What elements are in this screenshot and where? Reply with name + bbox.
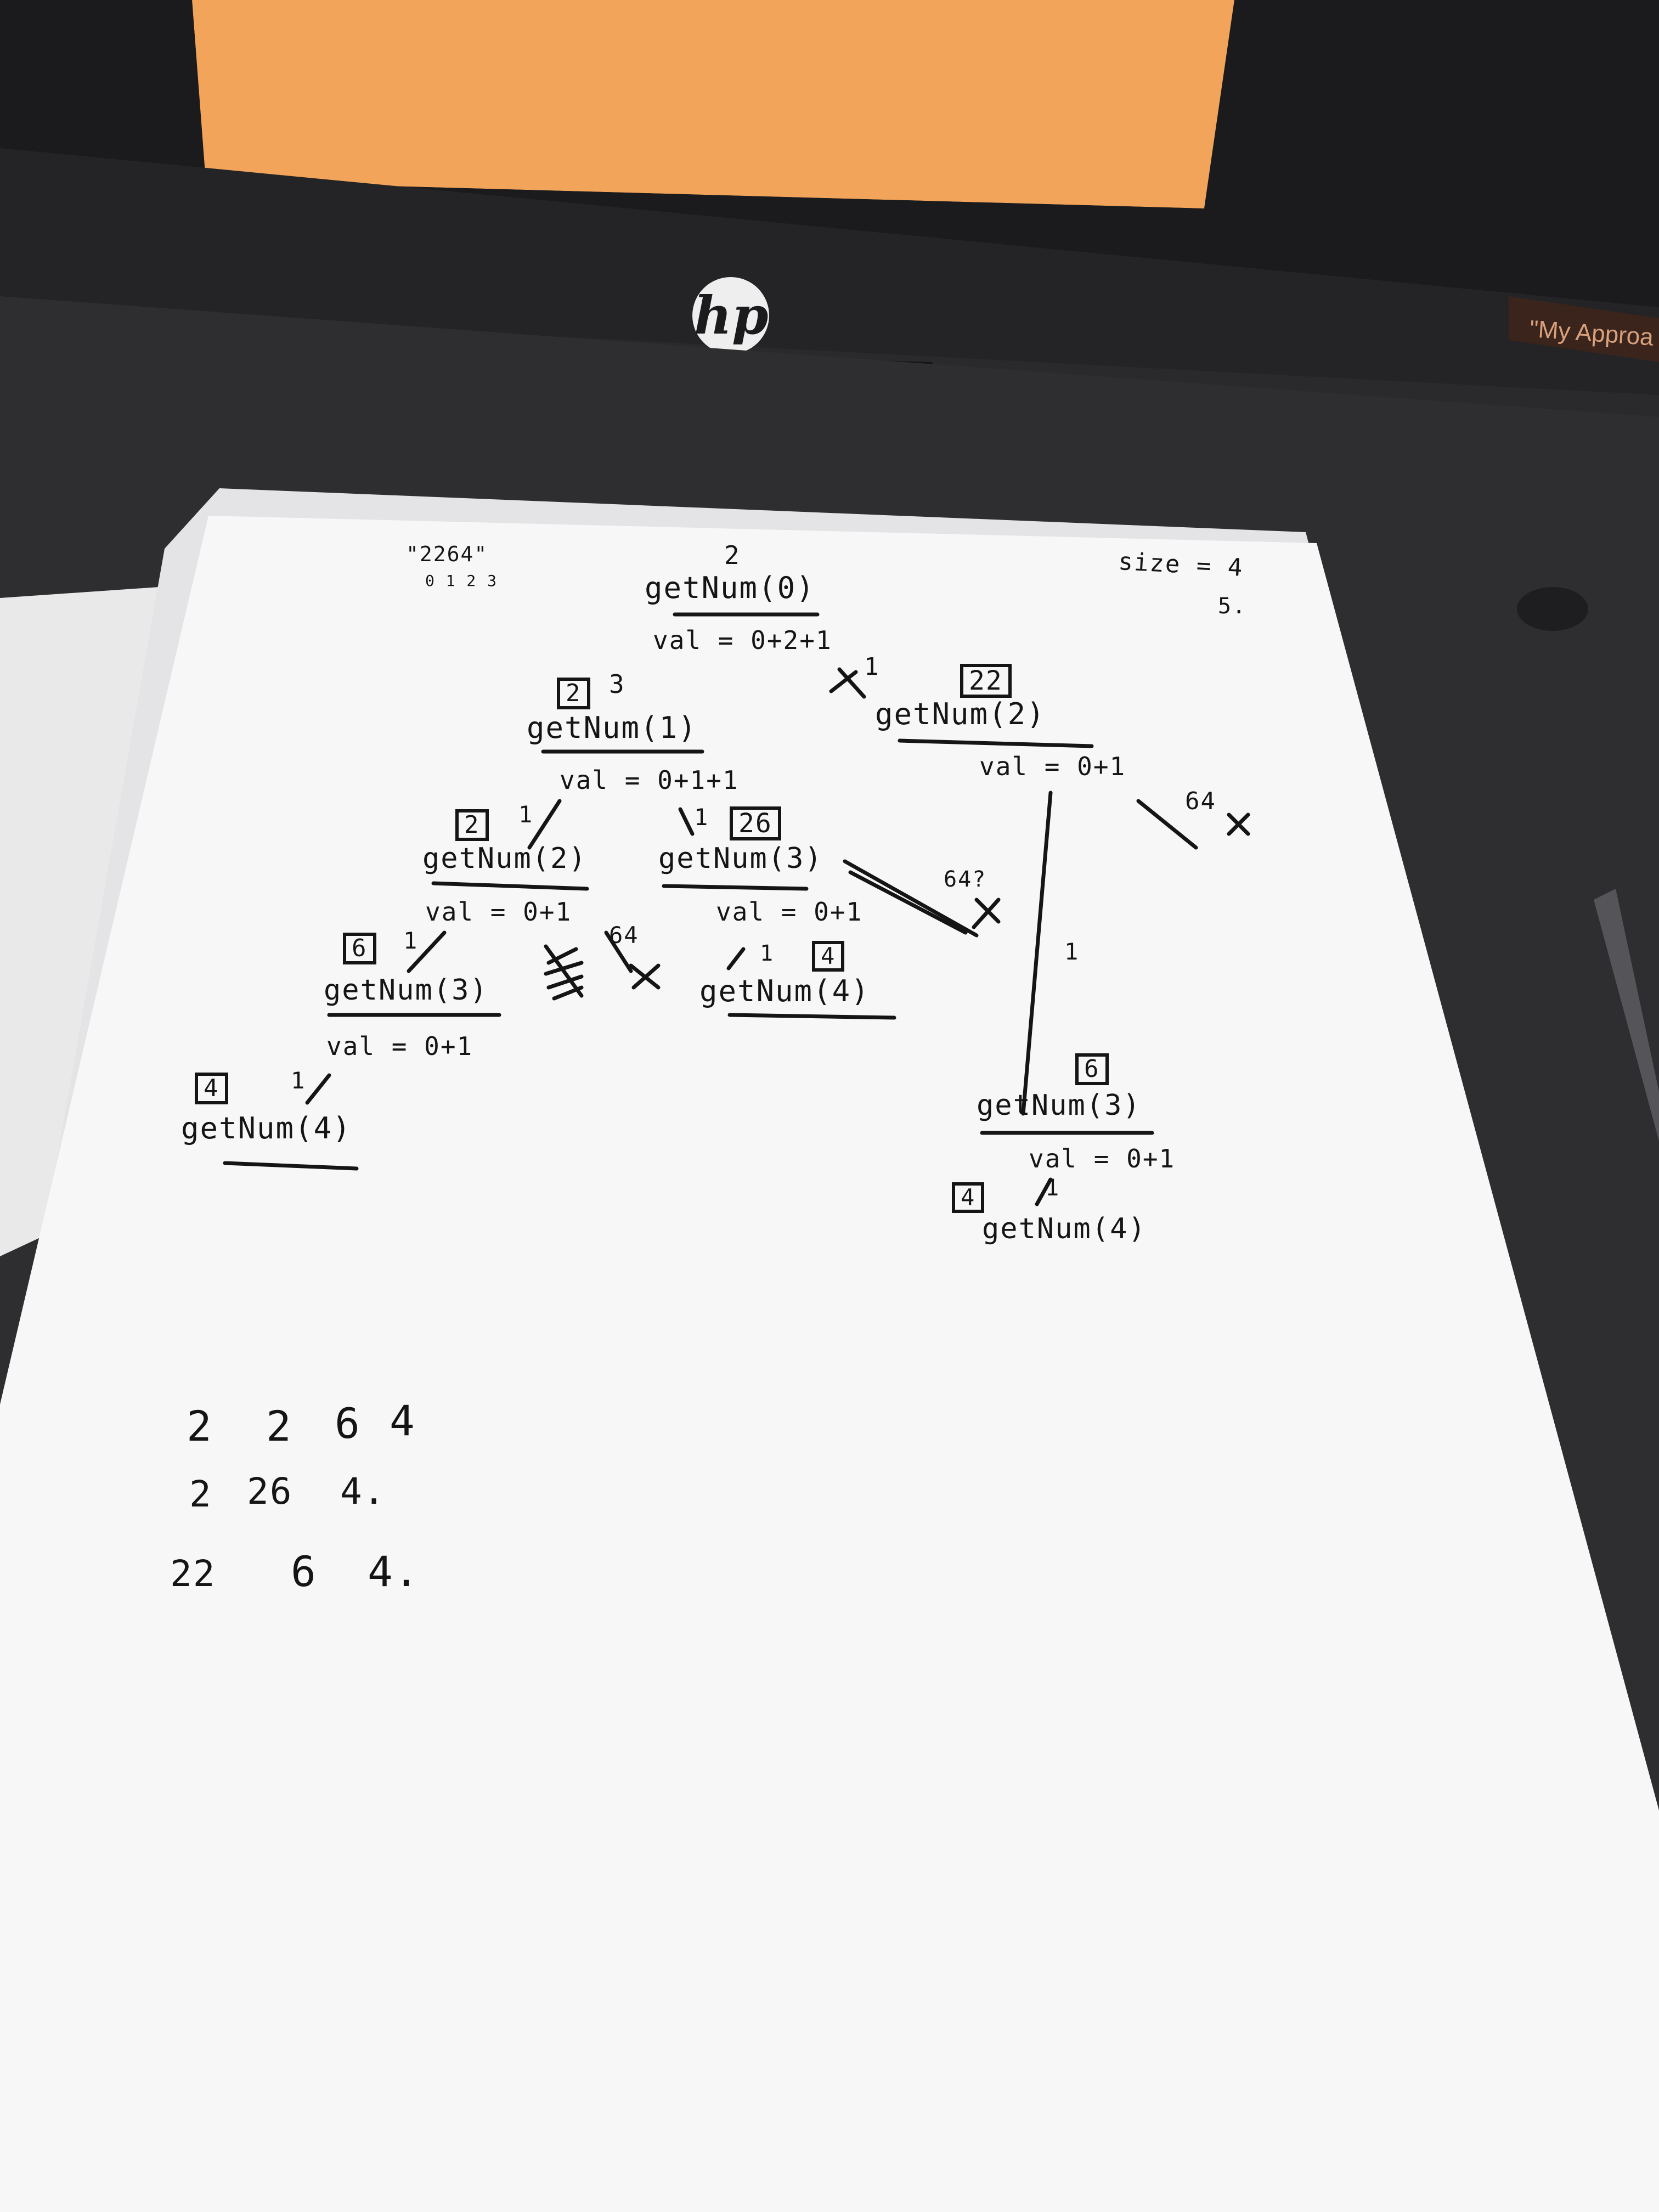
right-child-edge-label: 1 <box>1064 938 1080 965</box>
paper-sheet <box>0 516 1659 2212</box>
edge-getnum1-right <box>678 807 695 836</box>
edge-getnum3-right-child <box>1035 1177 1053 1206</box>
decoding-row-1-digit-3: 6 <box>335 1399 361 1448</box>
lr-child-box-value: 4 <box>812 941 845 972</box>
monitor-screen <box>192 0 1234 208</box>
root-expr: val = 0+2+1 <box>653 625 832 655</box>
desk-grommet <box>1517 587 1588 631</box>
left-left-call: getNum(2) <box>422 842 587 875</box>
right-box-value: 22 <box>960 664 1012 698</box>
right-branch-64: 64 <box>1185 787 1216 815</box>
edge-getnum3-left-child <box>305 1073 331 1105</box>
left-left-edge-label: 1 <box>518 801 534 828</box>
left-left-branch-64: 64 <box>609 922 639 949</box>
llll-call: getNum(4) <box>181 1111 352 1146</box>
edge-getnum2-right-child <box>1021 791 1053 1116</box>
pencil <box>1594 889 1659 1141</box>
left-left-edge-label: 1 <box>403 927 419 954</box>
left-right-branch-64q: 64? <box>944 867 987 892</box>
edge-getnum3-to-64-b <box>848 870 968 935</box>
underline-getnum3-mid <box>662 884 809 891</box>
right-call: getNum(2) <box>875 697 1046 731</box>
underline-getnum4-left <box>223 1161 359 1171</box>
edge-root-right <box>837 667 866 699</box>
r-grandchild-call: getNum(4) <box>982 1212 1147 1245</box>
r-child-edge-label: 1 <box>1045 1174 1060 1201</box>
left-box-value: 2 <box>557 678 590 710</box>
lll-expr: val = 0+1 <box>326 1031 473 1061</box>
decoding-row-2-part-2: 26 <box>247 1470 293 1513</box>
left-right-call: getNum(3) <box>658 842 823 875</box>
decoding-row-2-part-1: 2 <box>189 1473 212 1515</box>
underline-getnum2-right <box>898 738 1094 748</box>
r-child-box-value: 6 <box>1075 1053 1109 1086</box>
left-right-box-value: 26 <box>730 806 781 841</box>
edge-getnum2-right-64 <box>1136 799 1198 850</box>
note-count: 5. <box>1218 594 1247 619</box>
edge-getnum2-left-left <box>407 930 447 973</box>
edge-getnum2-left-64 <box>604 930 633 973</box>
left-right-child-edge-label: 1 <box>760 941 775 966</box>
root-call: getNum(0) <box>645 571 815 605</box>
lll-call: getNum(3) <box>324 974 488 1007</box>
scribble-mark <box>544 944 584 1001</box>
underline-getnum2-left <box>431 881 589 891</box>
lll-left-edge-label: 1 <box>291 1067 306 1094</box>
decoding-row-3-part-2: 6 <box>291 1547 317 1596</box>
r-grandchild-box-value: 4 <box>952 1182 985 1214</box>
hp-logo: hp <box>694 285 769 346</box>
edge-getnum3-mid-child <box>726 947 746 970</box>
hp-logo-circle <box>692 277 769 354</box>
left-right-expr: val = 0+1 <box>716 897 863 927</box>
right-expr: val = 0+1 <box>979 752 1126 781</box>
edge-getnum1-left <box>527 799 562 850</box>
monitor-screen-overlay <box>1509 296 1659 362</box>
r-child-call: getNum(3) <box>977 1089 1141 1122</box>
lr-child-call: getNum(4) <box>699 974 870 1008</box>
edge-root-right-strike <box>829 670 858 693</box>
decoding-row-3-part-1: 22 <box>170 1553 216 1595</box>
monitor-bottom-bezel <box>0 148 1659 395</box>
left-left-box-value: 2 <box>455 809 489 842</box>
decoding-row-3-part-3: 4. <box>368 1547 420 1596</box>
decoding-row-1-digit-1: 2 <box>187 1402 213 1451</box>
llll-box-value: 4 <box>195 1073 228 1105</box>
left-right-edge-label: 1 <box>694 804 709 831</box>
left-call: getNum(1) <box>527 710 697 745</box>
note-indices: 0 1 2 3 <box>425 572 498 590</box>
left-count: 3 <box>609 669 625 699</box>
left-left-expr: val = 0+1 <box>425 897 572 927</box>
cross-mark-64q <box>972 898 1001 929</box>
left-expr: val = 0+1+1 <box>560 765 739 795</box>
r-child-expr: val = 0+1 <box>1029 1144 1176 1173</box>
cross-mark-right <box>1227 812 1250 836</box>
root-right-edge-label: 1 <box>864 653 880 681</box>
underline-getnum4-mid <box>727 1013 896 1020</box>
note-input-string: "2264" <box>406 542 488 566</box>
root-value: 2 <box>724 540 741 570</box>
decoding-row-2-part-3: 4. <box>340 1470 386 1513</box>
lll-box-value: 6 <box>343 933 376 965</box>
edge-getnum3-to-64 <box>843 859 979 938</box>
decoding-row-1-digit-2: 2 <box>266 1402 292 1451</box>
decoding-row-1-digit-4: 4 <box>390 1396 416 1445</box>
cross-mark-near-64 <box>629 963 661 990</box>
